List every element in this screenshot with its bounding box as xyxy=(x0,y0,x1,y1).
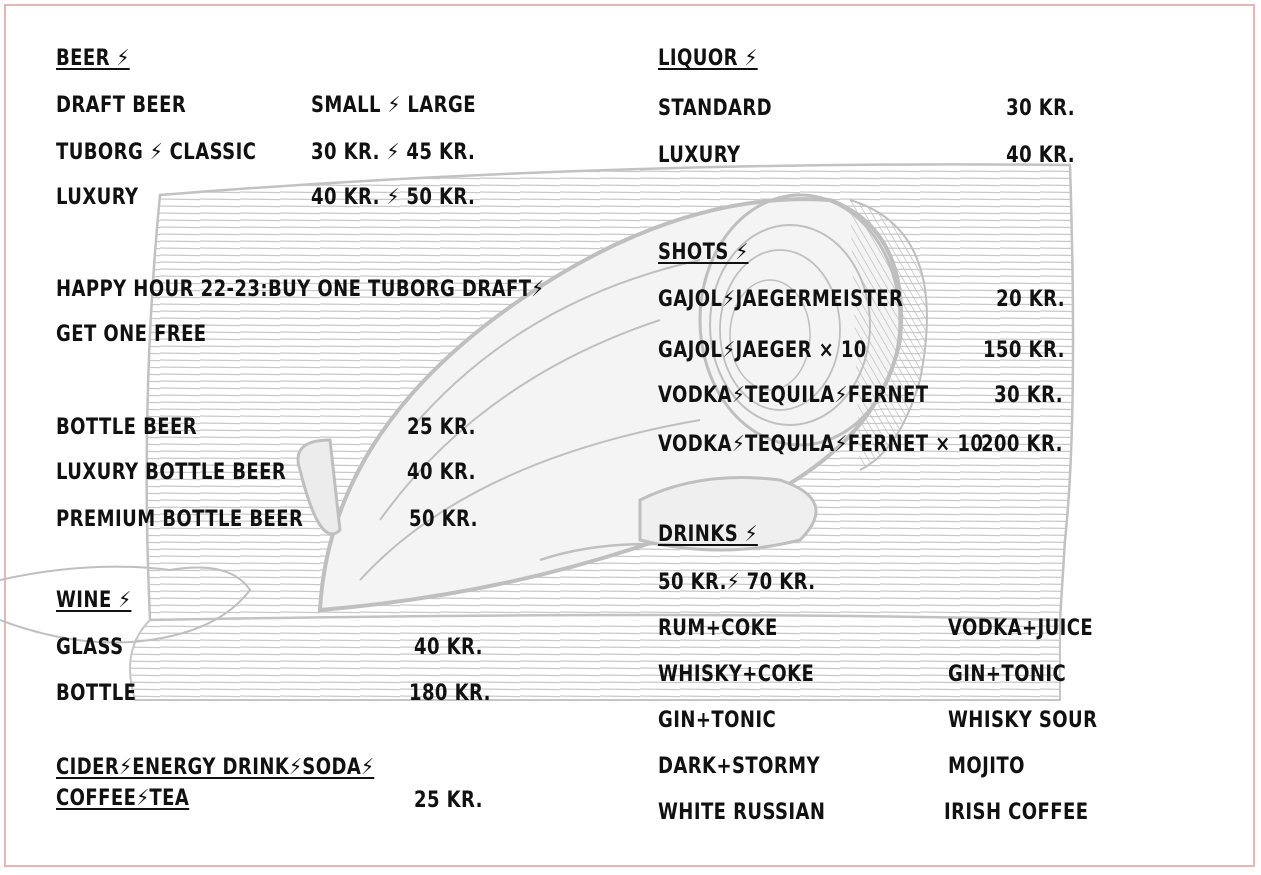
drink-item-left: DARK+STORMY xyxy=(658,754,820,779)
happy-hour-line-2: GET ONE FREE xyxy=(56,322,207,347)
liquor-luxury-label: LUXURY xyxy=(658,143,741,168)
luxury-bottle-beer-label: LUXURY BOTTLE BEER xyxy=(56,460,287,485)
drink-item-right: VODKA+JUICE xyxy=(948,616,1094,641)
sketch-bottle xyxy=(0,193,928,644)
wine-glass-price: 40 KR. xyxy=(414,635,483,660)
happy-hour-line-1: HAPPY HOUR 22-23:BUY ONE TUBORG DRAFT⚡ xyxy=(56,277,545,302)
shots-item-label: VODKA⚡TEQUILA⚡FERNET xyxy=(658,383,929,408)
shots-item-label: GAJOL⚡JAEGER × 10 xyxy=(658,338,867,363)
drinks-price: 50 KR.⚡ 70 KR. xyxy=(658,570,816,595)
wine-bottle-price: 180 KR. xyxy=(409,681,491,706)
liquor-luxury-price: 40 KR. xyxy=(1006,143,1075,168)
page-frame xyxy=(4,4,1255,867)
shots-heading: SHOTS ⚡ xyxy=(658,240,749,265)
drink-item-right: WHISKY SOUR xyxy=(948,708,1098,733)
shots-item-price: 150 KR. xyxy=(983,338,1065,363)
luxury-draft-price: 40 KR. ⚡ 50 KR. xyxy=(311,185,476,210)
wine-glass-label: GLASS xyxy=(56,635,124,660)
shots-item-label: VODKA⚡TEQUILA⚡FERNET × 10 xyxy=(658,432,984,457)
liquor-heading: LIQUOR ⚡ xyxy=(658,46,758,71)
luxury-bottle-beer-price: 40 KR. xyxy=(407,460,476,485)
shots-item-price: 30 KR. xyxy=(994,383,1063,408)
drink-item-right: IRISH COFFEE xyxy=(944,800,1089,825)
luxury-draft-label: LUXURY xyxy=(56,185,139,210)
soft-drinks-price: 25 KR. xyxy=(414,788,483,813)
bottle-beer-label: BOTTLE BEER xyxy=(56,415,198,440)
soft-drinks-heading-line-2: COFFEE⚡TEA xyxy=(56,786,190,811)
premium-bottle-beer-price: 50 KR. xyxy=(409,507,478,532)
wine-bottle-label: BOTTLE xyxy=(56,681,137,706)
tuborg-classic-price: 30 KR. ⚡ 45 KR. xyxy=(311,140,476,165)
shots-item-price: 200 KR. xyxy=(981,432,1063,457)
wine-heading: WINE ⚡ xyxy=(56,588,132,613)
drink-item-left: WHITE RUSSIAN xyxy=(658,800,826,825)
drink-item-right: MOJITO xyxy=(948,754,1025,779)
drinks-heading: DRINKS ⚡ xyxy=(658,522,758,547)
drink-item-left: GIN+TONIC xyxy=(658,708,777,733)
liquor-standard-price: 30 KR. xyxy=(1006,96,1075,121)
tuborg-classic-label: TUBORG ⚡ CLASSIC xyxy=(56,140,257,165)
drink-item-left: RUM+COKE xyxy=(658,616,778,641)
beer-heading: BEER ⚡ xyxy=(56,46,130,71)
draft-beer-sizes: SMALL ⚡ LARGE xyxy=(311,93,476,118)
bottle-beer-price: 25 KR. xyxy=(407,415,476,440)
premium-bottle-beer-label: PREMIUM BOTTLE BEER xyxy=(56,507,304,532)
liquor-standard-label: STANDARD xyxy=(658,96,773,121)
shots-item-price: 20 KR. xyxy=(996,287,1065,312)
draft-beer-label: DRAFT BEER xyxy=(56,93,187,118)
drink-item-left: WHISKY+COKE xyxy=(658,662,815,687)
drink-item-right: GIN+TONIC xyxy=(948,662,1067,687)
shots-item-label: GAJOL⚡JAEGERMEISTER xyxy=(658,287,904,312)
soft-drinks-heading-line-1: CIDER⚡ENERGY DRINK⚡SODA⚡ xyxy=(56,755,375,780)
